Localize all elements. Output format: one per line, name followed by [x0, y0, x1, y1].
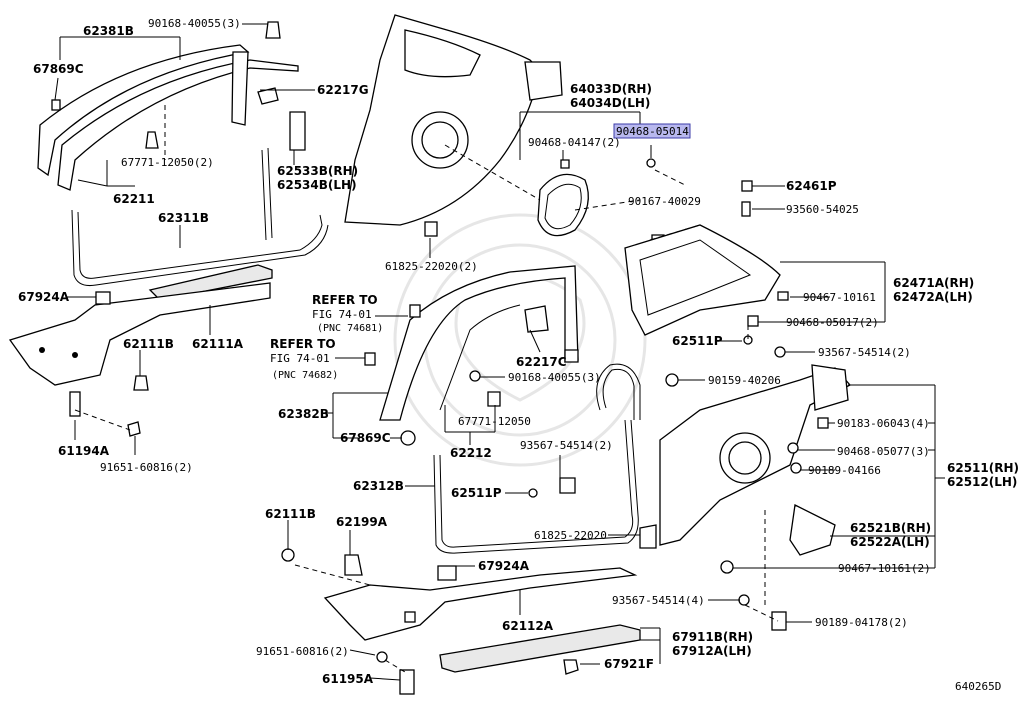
label-64033D-RH[interactable]: 64033D(RH)	[570, 82, 652, 96]
label-62211[interactable]: 62211	[113, 192, 155, 206]
front-door-pillar-garnish	[37, 44, 299, 191]
label-90159-40206[interactable]: 90159-40206	[708, 374, 781, 387]
label-90467-10161-2[interactable]: 90467-10161(2)	[838, 562, 931, 575]
label-91651-60816-2-bottom[interactable]: 91651-60816(2)	[256, 645, 349, 658]
quarter-upper-panel	[344, 14, 563, 226]
label-62471A-RH[interactable]: 62471A(RH)	[893, 276, 974, 290]
label-67869C-top[interactable]: 67869C	[33, 62, 84, 76]
rear-door-weatherstrip	[433, 363, 641, 554]
speaker-cover	[537, 173, 589, 237]
label-90189-04178-2[interactable]: 90189-04178(2)	[815, 616, 908, 629]
label-62382B[interactable]: 62382B	[278, 407, 329, 421]
label-90189-04166[interactable]: 90189-04166	[808, 464, 881, 477]
rear-sill-small-parts	[281, 548, 579, 695]
refer-1-line-b[interactable]: FIG 74-01	[312, 308, 372, 321]
label-61194A[interactable]: 61194A	[58, 444, 110, 458]
label-62512-LH[interactable]: 62512(LH)	[947, 475, 1017, 489]
label-62511P-mid[interactable]: 62511P	[451, 486, 502, 500]
label-67911B-RH[interactable]: 67911B(RH)	[672, 630, 753, 644]
label-62472A-LH[interactable]: 62472A(LH)	[893, 290, 973, 304]
label-67771-12050-2[interactable]: 67771-12050(2)	[121, 156, 214, 169]
refer-2-line-c: (PNC 74682)	[272, 370, 338, 381]
label-62112A[interactable]: 62112A	[502, 619, 554, 633]
label-62311B[interactable]: 62311B	[158, 211, 209, 225]
refer-2-line-b[interactable]: FIG 74-01	[270, 352, 330, 365]
label-62217G[interactable]: 62217G	[317, 83, 369, 97]
label-67771-12050[interactable]: 67771-12050	[458, 415, 531, 428]
rear-scuff-plate	[323, 567, 641, 673]
label-90183-06043-4[interactable]: 90183-06043(4)	[837, 417, 930, 430]
label-62511-RH[interactable]: 62511(RH)	[947, 461, 1019, 475]
label-67869C-mid[interactable]: 67869C	[340, 431, 391, 445]
refer-1-line-a: REFER TO	[312, 293, 378, 307]
label-67924A-left[interactable]: 67924A	[18, 290, 70, 304]
highlight-box	[613, 123, 691, 139]
front-small-parts	[51, 21, 306, 437]
label-90168-40055-3-mid[interactable]: 90168-40055(3)	[508, 371, 601, 384]
label-62199A[interactable]: 62199A	[336, 515, 388, 529]
label-67921F[interactable]: 67921F	[604, 657, 654, 671]
label-90468-05077-3[interactable]: 90468-05077(3)	[837, 445, 930, 458]
label-90468-04147-2[interactable]: 90468-04147(2)	[528, 136, 621, 149]
leader-lines	[54, 23, 945, 681]
label-64034D-LH[interactable]: 64034D(LH)	[570, 96, 650, 110]
rear-quarter-trim-panel	[659, 364, 852, 631]
label-62533B-RH[interactable]: 62533B(RH)	[277, 164, 358, 178]
label-93567-54514-2-top[interactable]: 93567-54514(2)	[818, 346, 911, 359]
label-62522A-LH[interactable]: 62522A(LH)	[850, 535, 930, 549]
label-62381B[interactable]: 62381B	[83, 24, 134, 38]
label-62534B-LH[interactable]: 62534B(LH)	[277, 178, 357, 192]
roof-side-inner-garnish	[624, 180, 789, 358]
label-61825-22020-2[interactable]: 61825-22020(2)	[385, 260, 478, 273]
refer-1-line-c: (PNC 74681)	[317, 323, 383, 334]
label-93560-54025[interactable]: 93560-54025	[786, 203, 859, 216]
label-62521B-RH[interactable]: 62521B(RH)	[850, 521, 931, 535]
label-90167-40029[interactable]: 90167-40029	[628, 195, 701, 208]
label-62212[interactable]: 62212	[450, 446, 492, 460]
rear-door-frame	[379, 265, 579, 421]
label-62461P[interactable]: 62461P	[786, 179, 837, 193]
label-61195A[interactable]: 61195A	[322, 672, 374, 686]
label-90468-05017-2[interactable]: 90468-05017(2)	[786, 316, 879, 329]
label-67924A-bottom[interactable]: 67924A	[478, 559, 530, 573]
label-61825-22020[interactable]: 61825-22020	[534, 529, 607, 542]
front-door-weatherstrip	[71, 147, 329, 286]
label-67912A-LH[interactable]: 67912A(LH)	[672, 644, 752, 658]
label-62111B-left[interactable]: 62111B	[123, 337, 174, 351]
label-62217C[interactable]: 62217C	[516, 355, 567, 369]
rear-door-small-parts	[364, 304, 679, 549]
label-93567-54514-2-mid[interactable]: 93567-54514(2)	[520, 439, 613, 452]
label-62111A[interactable]: 62111A	[192, 337, 244, 351]
front-cowl-side-trim	[8, 282, 271, 386]
part-labels: 62381B 90168-40055(3) 67869C 62217G 6777…	[18, 17, 1019, 693]
label-62111B-bottom[interactable]: 62111B	[265, 507, 316, 521]
label-62511P-top[interactable]: 62511P	[672, 334, 723, 348]
label-91651-60816-2-left[interactable]: 91651-60816(2)	[100, 461, 193, 474]
label-93567-54514-4[interactable]: 93567-54514(4)	[612, 594, 705, 607]
label-90168-40055-3-top[interactable]: 90168-40055(3)	[148, 17, 241, 30]
label-62312B[interactable]: 62312B	[353, 479, 404, 493]
diagram-code: 640265D	[955, 680, 1001, 693]
label-90468-05014[interactable]: 90468-05014	[616, 125, 689, 138]
refer-2-line-a: REFER TO	[270, 337, 336, 351]
label-90467-10161[interactable]: 90467-10161	[803, 291, 876, 304]
